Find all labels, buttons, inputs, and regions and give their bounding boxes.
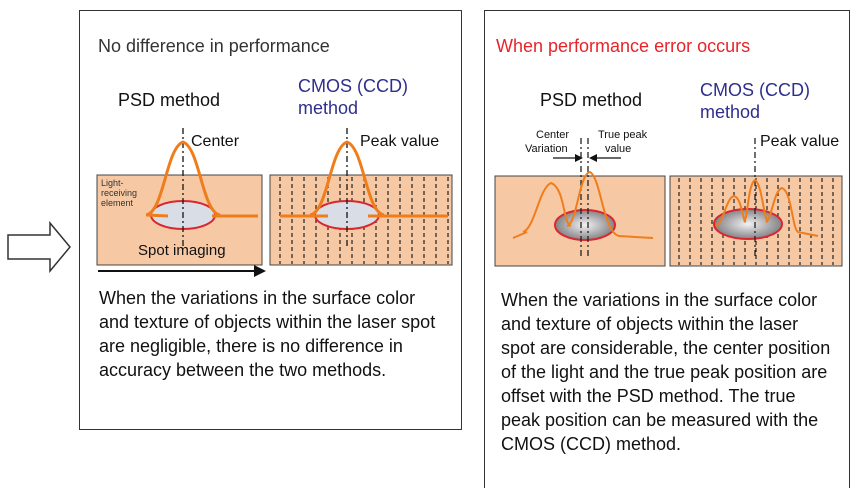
spot-imaging-label: Spot imaging <box>138 242 226 259</box>
right-description: When the variations in the surface color… <box>501 290 831 454</box>
left-panel-title: No difference in performance <box>98 36 330 56</box>
light-receiving-label-2: receiving <box>101 188 138 198</box>
left-cmos-diagram <box>269 128 453 266</box>
left-cmos-label-line1: CMOS (CCD) <box>298 76 408 96</box>
right-psd-label: PSD method <box>540 90 643 110</box>
right-cmos-diagram <box>669 138 843 267</box>
right-psd-diagram <box>494 138 666 267</box>
left-peak-label: Peak value <box>360 133 440 150</box>
light-receiving-label-3: element <box>101 198 134 208</box>
true-peak-label: True peak <box>598 129 648 141</box>
center-label: Center <box>536 129 570 141</box>
right-arrow-icon <box>7 220 71 274</box>
left-psd-label: PSD method <box>118 90 221 110</box>
right-peak-label: Peak value <box>760 133 840 150</box>
left-cmos-label-line2: method <box>298 98 359 118</box>
left-psd-diagram <box>96 128 263 266</box>
true-peak-value-label: value <box>605 143 632 155</box>
left-description: When the variations in the surface color… <box>99 288 436 380</box>
light-receiving-label-1: Light- <box>101 178 124 188</box>
right-cmos-label-line1: CMOS (CCD) <box>700 80 810 100</box>
left-center-label: Center <box>191 133 240 150</box>
right-cmos-label-line2: method <box>700 102 761 122</box>
right-panel-title: When performance error occurs <box>496 36 751 56</box>
variation-label: Variation <box>525 143 568 155</box>
scan-arrow-icon <box>98 265 266 277</box>
